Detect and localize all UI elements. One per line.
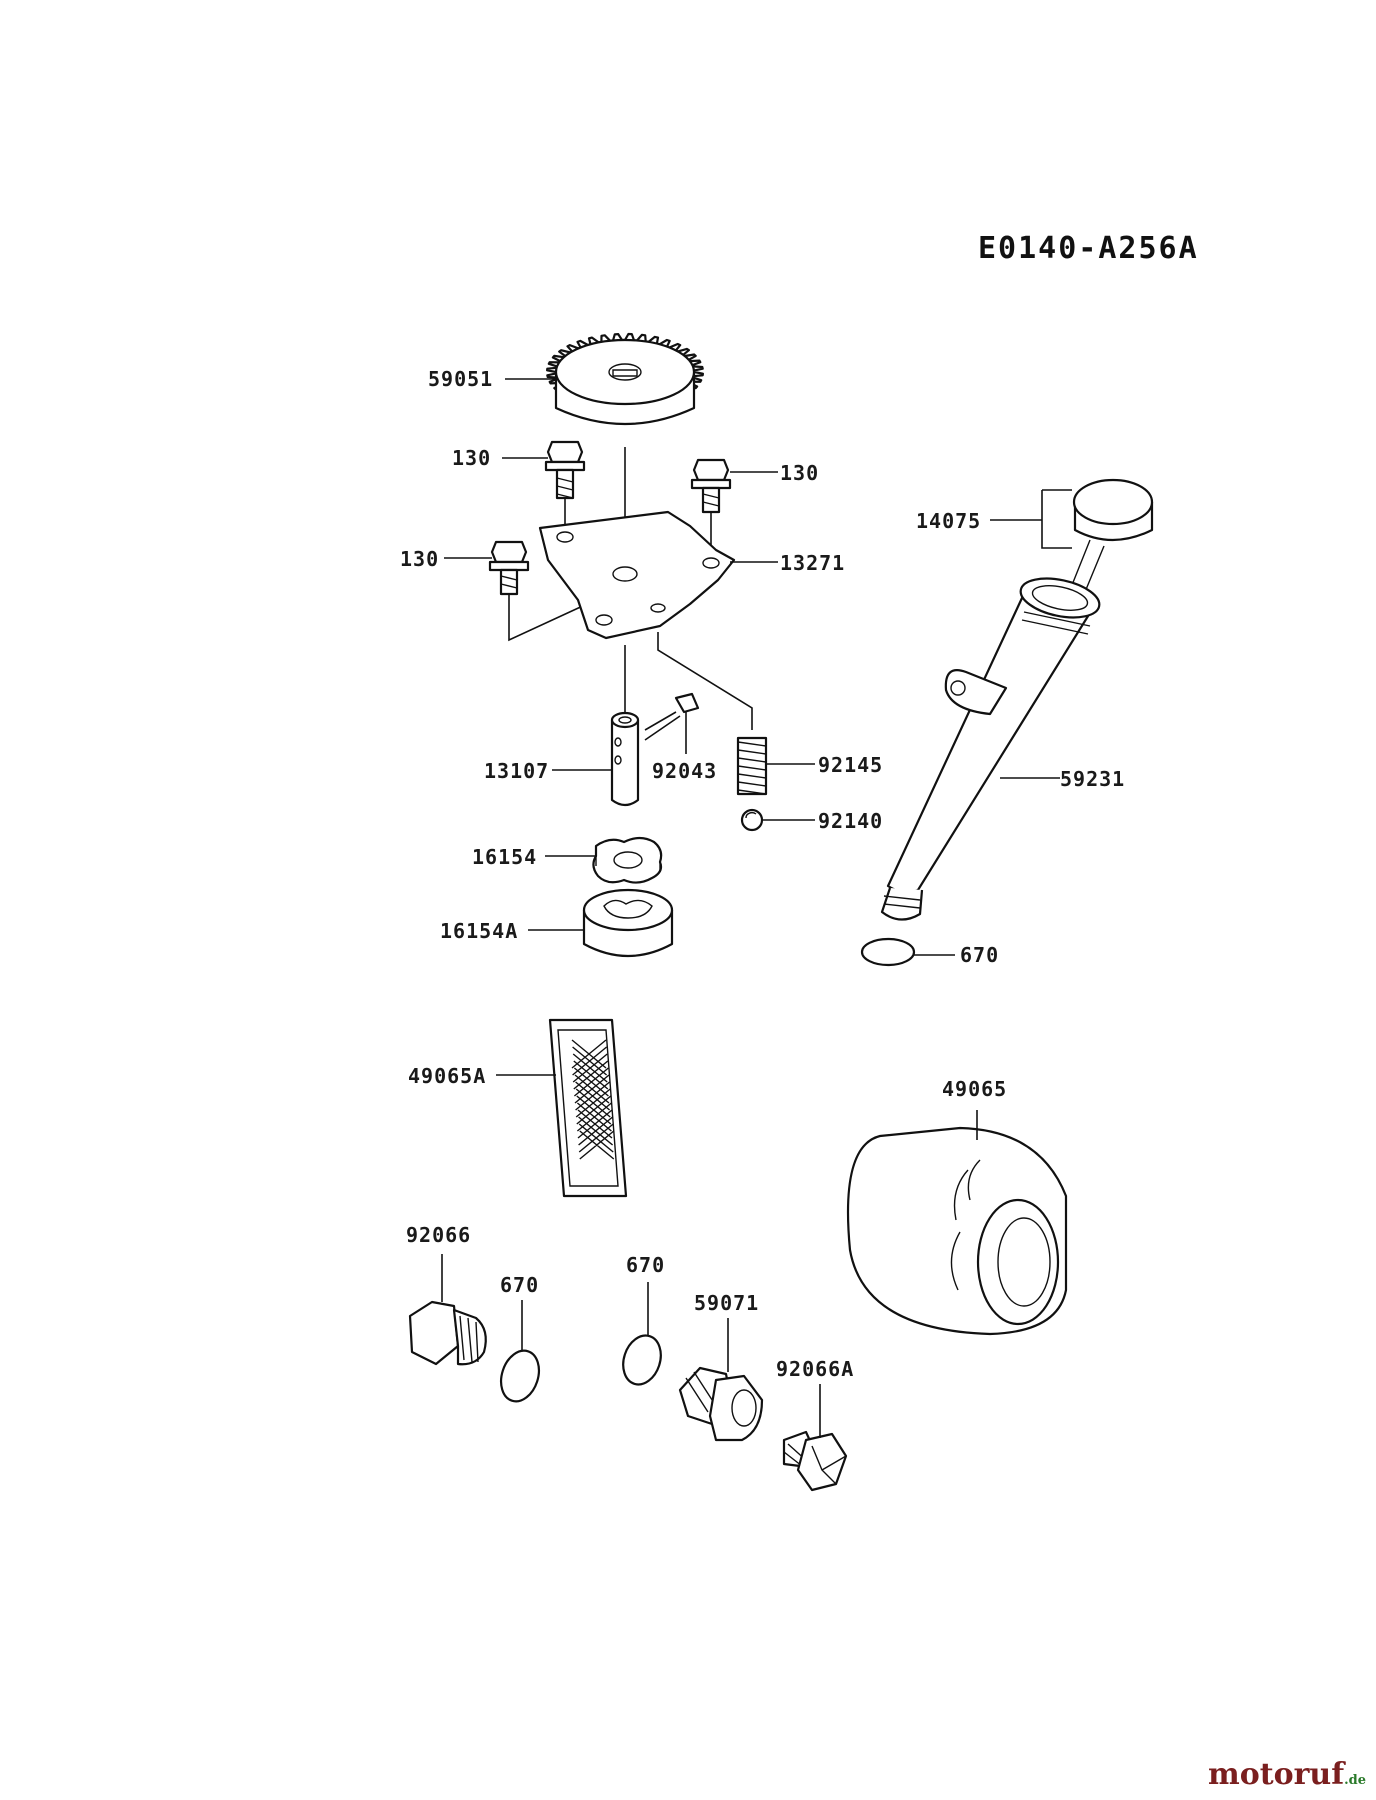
screen-49065A[interactable] — [548, 1018, 628, 1198]
label-130-a[interactable]: 130 — [452, 446, 491, 470]
tube-oring-670[interactable] — [860, 937, 916, 967]
spring-92145[interactable] — [736, 736, 768, 796]
oring-left-670[interactable] — [495, 1346, 545, 1407]
label-59051[interactable]: 59051 — [428, 367, 493, 391]
label-16154A[interactable]: 16154A — [440, 919, 518, 943]
label-130-c[interactable]: 130 — [400, 547, 439, 571]
label-16154[interactable]: 16154 — [472, 845, 537, 869]
watermark-tld: .de — [1344, 1773, 1366, 1788]
oil-filter-49065[interactable] — [846, 1126, 1068, 1336]
pin-lines — [644, 711, 681, 741]
bolt-130-c[interactable] — [488, 540, 530, 596]
label-49065A[interactable]: 49065A — [408, 1064, 486, 1088]
plug-92066[interactable] — [408, 1300, 487, 1366]
label-14075[interactable]: 14075 — [916, 509, 981, 533]
fitting-59071[interactable] — [678, 1366, 764, 1442]
label-670-center[interactable]: 670 — [626, 1253, 665, 1277]
label-92066A[interactable]: 92066A — [776, 1357, 854, 1381]
diagram-code: E0140-A256A — [978, 231, 1199, 266]
watermark-brand: motoruf — [1207, 1757, 1345, 1792]
bolt-130-b[interactable] — [690, 458, 732, 514]
label-130-b[interactable]: 130 — [780, 461, 819, 485]
label-670-left[interactable]: 670 — [500, 1273, 539, 1297]
label-92066[interactable]: 92066 — [406, 1223, 471, 1247]
oring-center-670[interactable] — [617, 1331, 667, 1390]
bolt-c-line — [508, 594, 601, 642]
bracket-14075 — [1041, 489, 1072, 549]
inner-rotor-16154[interactable] — [592, 836, 663, 884]
pin-92043[interactable] — [674, 692, 700, 714]
label-59231[interactable]: 59231 — [1060, 767, 1125, 791]
label-670-tube[interactable]: 670 — [960, 943, 999, 967]
plug-92066A[interactable] — [782, 1430, 848, 1492]
watermark-logo[interactable]: motoruf.de — [1208, 1757, 1366, 1792]
label-13107[interactable]: 13107 — [484, 759, 549, 783]
bolt-130-a[interactable] — [544, 440, 586, 500]
label-13271[interactable]: 13271 — [780, 551, 845, 575]
ball-92140[interactable] — [740, 808, 764, 832]
label-49065[interactable]: 49065 — [942, 1077, 1007, 1101]
outer-rotor-16154A[interactable] — [582, 888, 674, 958]
label-92140[interactable]: 92140 — [818, 809, 883, 833]
label-59071[interactable]: 59071 — [694, 1291, 759, 1315]
label-92145[interactable]: 92145 — [818, 753, 883, 777]
label-92043[interactable]: 92043 — [652, 759, 717, 783]
plate-13271[interactable] — [538, 510, 736, 640]
shaft-13107[interactable] — [610, 711, 640, 807]
gear-59051[interactable] — [546, 332, 704, 426]
filler-tube-59231[interactable] — [880, 572, 1103, 921]
plate-spring-line — [657, 632, 753, 730]
